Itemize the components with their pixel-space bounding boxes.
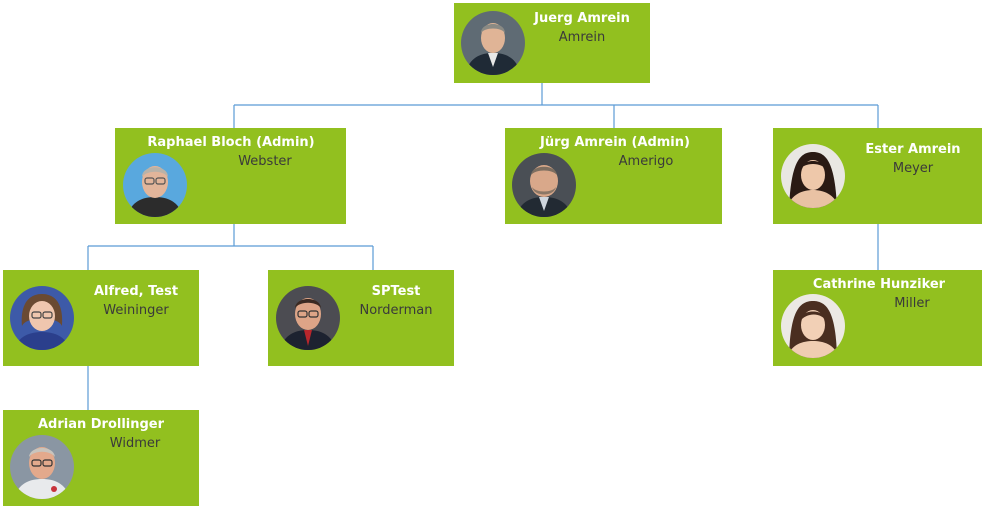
node-name: Cathrine Hunziker [812, 277, 946, 292]
avatar [276, 286, 340, 350]
avatar [781, 144, 845, 208]
node-title: Amerigo [618, 154, 674, 169]
node-name: Jürg Amrein (Admin) [540, 135, 690, 150]
node-title: Amrein [558, 30, 606, 45]
avatar [123, 153, 187, 217]
avatar [781, 294, 845, 358]
org-node-raphael-bloch[interactable]: Raphael Bloch (Admin) Webster [115, 128, 346, 224]
org-node-jurg-amrein-admin[interactable]: Jürg Amrein (Admin) Amerigo [505, 128, 722, 224]
node-name: SPTest [371, 284, 421, 299]
node-title: Meyer [892, 161, 934, 176]
avatar [461, 11, 525, 75]
node-name: Raphael Bloch (Admin) [147, 135, 315, 150]
node-name: Juerg Amrein [534, 11, 630, 26]
org-node-juerg-amrein[interactable]: Juerg Amrein Amrein [454, 3, 650, 83]
avatar [10, 435, 74, 499]
node-name: Ester Amrein [865, 142, 961, 157]
node-title: Norderman [359, 303, 433, 318]
node-title: Miller [894, 296, 930, 311]
org-node-alfred-test[interactable]: Alfred, Test Weininger [3, 270, 199, 366]
avatar [10, 286, 74, 350]
node-name: Alfred, Test [93, 284, 179, 299]
avatar [512, 153, 576, 217]
node-title: Weininger [103, 303, 169, 318]
org-node-sptest[interactable]: SPTest Norderman [268, 270, 454, 366]
node-name: Adrian Drollinger [37, 417, 165, 432]
org-node-cathrine-hunziker[interactable]: Cathrine Hunziker Miller [773, 270, 982, 366]
node-title: Widmer [109, 436, 161, 451]
org-node-adrian-drollinger[interactable]: Adrian Drollinger Widmer [3, 410, 199, 506]
node-title: Webster [238, 154, 292, 169]
org-node-ester-amrein[interactable]: Ester Amrein Meyer [773, 128, 982, 224]
